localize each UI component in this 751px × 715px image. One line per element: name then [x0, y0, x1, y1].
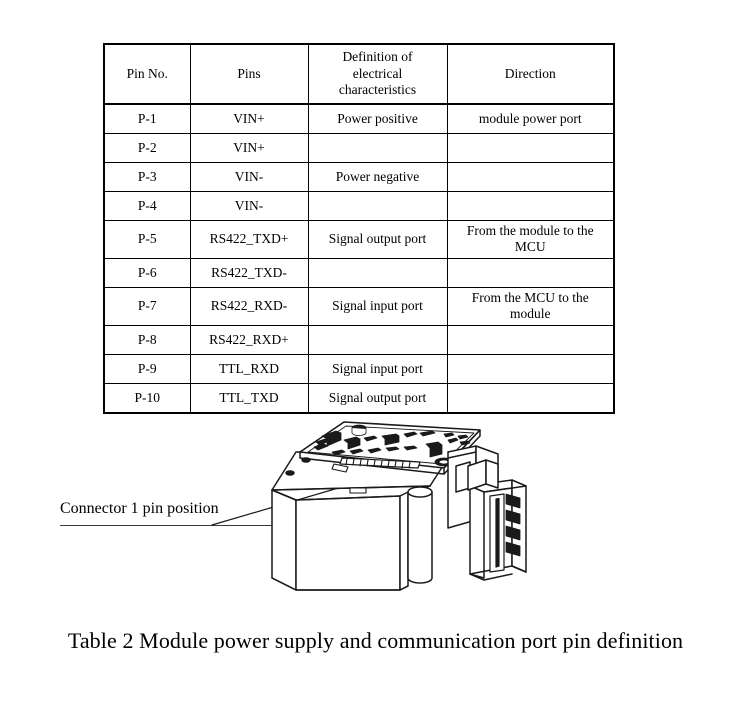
column-header-pin-no: Pin No.: [103, 43, 191, 105]
cell-pins: VIN-: [189, 191, 309, 221]
cell-pin-no: P-7: [103, 286, 191, 326]
cell-pin-no: P-10: [103, 382, 191, 414]
annotation-underline-rule: [60, 525, 272, 526]
cell-pin-no: P-2: [103, 133, 191, 163]
connector-annotation: Connector 1 pin position: [60, 500, 360, 518]
cell-pins: VIN-: [189, 162, 309, 192]
cell-pin-no: P-8: [103, 324, 191, 355]
pin-definition-table: Pin No. Pins Definition of electrical ch…: [103, 43, 615, 414]
cell-direction: From the module to the MCU: [446, 220, 615, 259]
column-header-definition: Definition of electrical characteristics: [307, 43, 448, 105]
cell-pin-no: P-6: [103, 257, 191, 288]
cell-pins: RS422_RXD+: [189, 324, 309, 355]
cell-definition: Signal output port: [307, 220, 448, 259]
cell-direction: [446, 324, 615, 355]
cell-definition: Signal input port: [307, 353, 448, 384]
module-figure: [0, 400, 751, 620]
annotation-label: Connector 1 pin position: [60, 500, 219, 517]
cell-direction: module power port: [446, 103, 615, 134]
cell-pins: TTL_RXD: [189, 353, 309, 384]
cell-direction: [446, 133, 615, 163]
cell-definition: Signal input port: [307, 286, 448, 326]
cell-direction: [446, 353, 615, 384]
cell-pin-no: P-5: [103, 220, 191, 259]
cell-pins: VIN+: [189, 133, 309, 163]
cell-definition: Power negative: [307, 162, 448, 192]
cell-definition: [307, 133, 448, 163]
cell-pin-no: P-4: [103, 191, 191, 221]
column-header-direction: Direction: [446, 43, 615, 105]
cell-direction: From the MCU to the module: [446, 286, 615, 326]
cell-direction: [446, 382, 615, 414]
cell-definition: [307, 324, 448, 355]
cell-pins: RS422_RXD-: [189, 286, 309, 326]
cell-direction: [446, 162, 615, 192]
cell-definition: Power positive: [307, 103, 448, 134]
cell-pin-no: P-9: [103, 353, 191, 384]
cell-pins: RS422_TXD+: [189, 220, 309, 259]
cell-definition: [307, 191, 448, 221]
table-header-row: Pin No. Pins Definition of electrical ch…: [103, 43, 615, 105]
cell-pin-no: P-1: [103, 103, 191, 134]
cell-pins: VIN+: [189, 103, 309, 134]
cell-pins: TTL_TXD: [189, 382, 309, 414]
cell-direction: [446, 191, 615, 221]
module-line-art-svg: [211, 421, 527, 591]
column-header-pins: Pins: [189, 43, 309, 105]
cell-definition: [307, 257, 448, 288]
figure-caption: Table 2 Module power supply and communic…: [67, 628, 684, 653]
pin-definition-table-container: Pin No. Pins Definition of electrical ch…: [103, 43, 615, 414]
cell-pin-no: P-3: [103, 162, 191, 192]
cell-pins: RS422_TXD-: [189, 257, 309, 288]
cell-direction: [446, 257, 615, 288]
